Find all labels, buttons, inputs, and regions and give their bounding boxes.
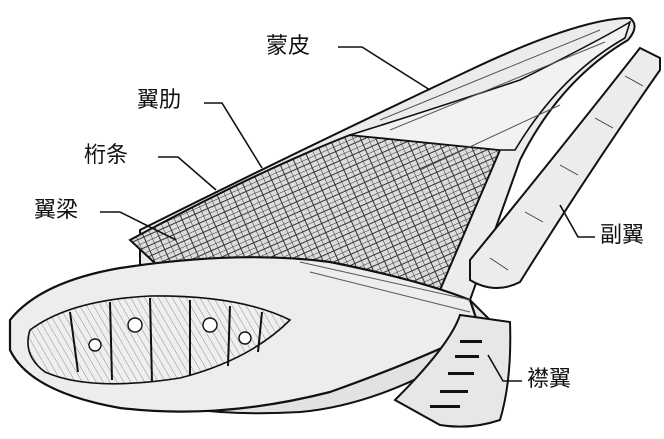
root-rib-members <box>69 297 263 383</box>
root-rib <box>27 295 292 385</box>
leader-lines <box>100 46 595 382</box>
flap-slots <box>430 340 482 408</box>
leader-aileron <box>559 204 595 238</box>
label-aileron: 副翼 <box>600 223 645 248</box>
label-skin: 蒙皮 <box>266 34 311 59</box>
leader-flap <box>487 354 522 382</box>
skin-panel-lines <box>299 29 606 313</box>
leader-stringer <box>158 156 217 191</box>
label-flap: 襟翼 <box>527 367 572 392</box>
root-rib-holes <box>88 317 252 352</box>
leader-spar <box>100 211 177 241</box>
label-stringer: 桁条 <box>84 143 129 168</box>
label-spar: 翼梁 <box>34 198 79 223</box>
leader-skin <box>338 46 431 91</box>
aileron-ribs <box>489 75 644 271</box>
label-rib: 翼肋 <box>137 88 182 113</box>
leader-rib <box>204 102 263 169</box>
